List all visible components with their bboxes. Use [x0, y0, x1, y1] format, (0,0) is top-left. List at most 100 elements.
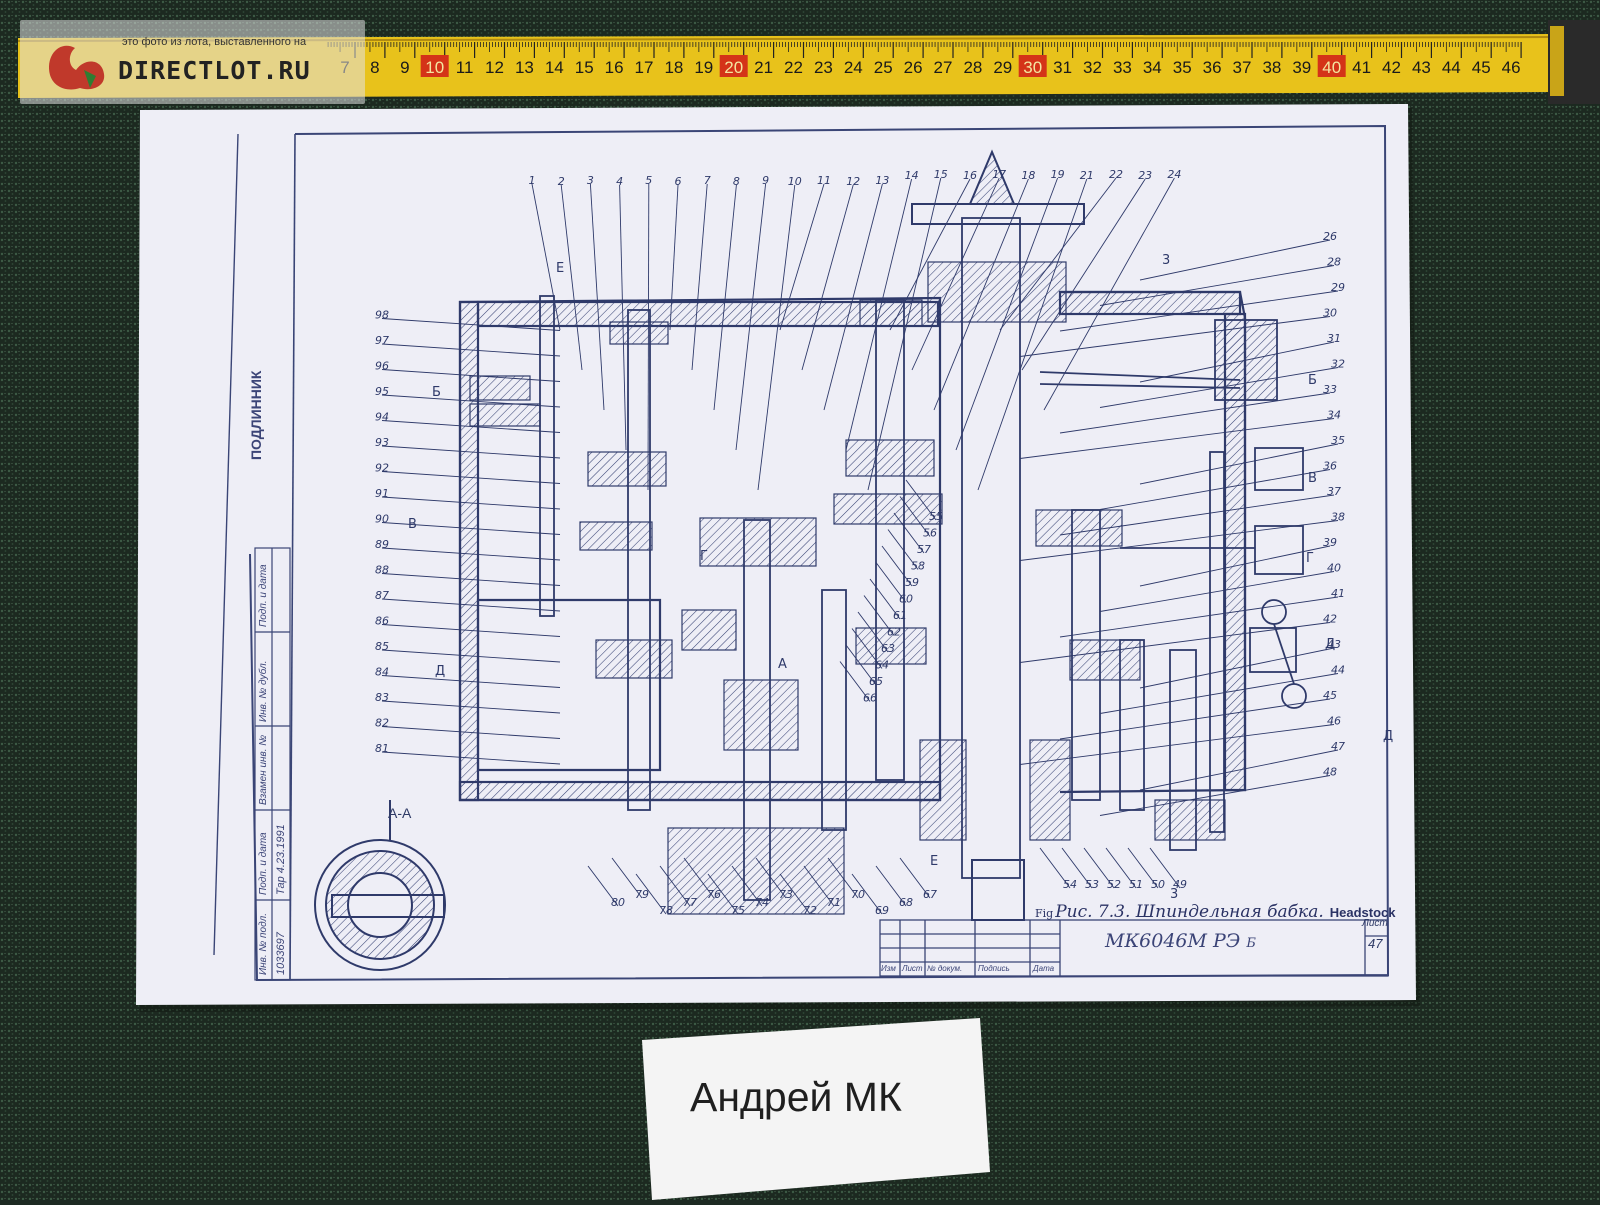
section-a-a — [314, 800, 446, 971]
section-marker: В — [1308, 471, 1317, 486]
ruler-labels: 7891011121314151617181920212223242526272… — [340, 55, 1521, 77]
part-label: 5 — [645, 174, 652, 187]
ruler-number: 42 — [1382, 58, 1401, 77]
part-label: 22 — [1109, 168, 1123, 181]
title-block-header-4: Дата — [1033, 964, 1055, 973]
ruler-number: 41 — [1352, 58, 1371, 77]
part-label: 83 — [375, 691, 389, 704]
part-label: 76 — [707, 888, 721, 901]
leader-lines — [381, 177, 1339, 915]
part-label: 67 — [923, 888, 937, 901]
section-marker: Е — [930, 854, 938, 869]
ruler-number: 13 — [515, 58, 534, 77]
part-label: 7 — [704, 174, 711, 187]
part-label: 36 — [1323, 460, 1337, 473]
part-label: 65 — [869, 675, 883, 688]
ruler-ticks — [327, 42, 1522, 58]
ruler-number: 44 — [1442, 58, 1461, 77]
part-label: 41 — [1331, 587, 1345, 600]
ruler-number: 34 — [1143, 58, 1162, 77]
side-stamp-label-3: Инв. № дубл. — [258, 660, 269, 723]
section-marker: Б — [1308, 373, 1317, 388]
part-label: 73 — [779, 888, 793, 901]
section-marker: Д — [435, 664, 445, 679]
ruler-number: 15 — [575, 58, 594, 77]
part-label: 58 — [911, 560, 925, 573]
part-label: 91 — [375, 487, 389, 500]
part-label: 30 — [1323, 307, 1337, 320]
part-label: 11 — [817, 174, 831, 187]
part-label: 66 — [863, 692, 877, 705]
section-marker: Д — [1325, 637, 1335, 652]
part-label: 35 — [1331, 434, 1345, 447]
part-label: 42 — [1323, 613, 1337, 626]
side-stamp-label-0: Инв. № подл. — [258, 912, 269, 975]
part-label: 97 — [375, 334, 389, 347]
part-label: 90 — [375, 513, 389, 526]
part-label: 32 — [1331, 358, 1345, 371]
ruler-number: 11 — [456, 58, 474, 77]
part-label: 4 — [616, 175, 623, 188]
ruler-highlight — [420, 55, 449, 77]
part-label: 72 — [803, 904, 817, 917]
part-label: 70 — [851, 888, 865, 901]
directlot-watermark: это фото из лота, выставленного на DIREC… — [20, 20, 365, 104]
ruler-number: 17 — [635, 58, 654, 77]
drawing-sheet: 1234567891011121314151617181921222324262… — [136, 104, 1420, 1012]
part-label: 80 — [611, 896, 625, 909]
part-label: 15 — [934, 168, 948, 181]
ruler-number: 23 — [814, 58, 833, 77]
ruler-number: 26 — [904, 58, 923, 77]
part-label: 86 — [375, 615, 389, 628]
part-label: 87 — [375, 589, 389, 602]
part-label: 1 — [529, 174, 536, 187]
ruler-number: 46 — [1502, 58, 1521, 77]
title-block — [879, 919, 1389, 977]
ruler-number: 19 — [694, 58, 713, 77]
ruler-number: 28 — [963, 58, 982, 77]
part-label: 88 — [375, 564, 389, 577]
ruler-number: 30 — [1023, 58, 1042, 77]
part-label: 89 — [375, 538, 389, 551]
ruler-number: 45 — [1472, 58, 1491, 77]
side-stamp-label-4: Подп. и дата — [258, 564, 269, 627]
ruler-number: 37 — [1233, 58, 1252, 77]
ruler-number: 21 — [754, 58, 773, 77]
part-label: 59 — [905, 576, 919, 589]
part-label: 50 — [1151, 878, 1165, 891]
part-label: 23 — [1138, 169, 1152, 182]
side-stamp-label-1: Подп. и дата — [258, 832, 269, 895]
part-label: 63 — [881, 642, 895, 655]
part-label: 29 — [1331, 281, 1345, 294]
title-block-header-2: № докум. — [927, 964, 963, 973]
part-label: 13 — [875, 174, 889, 187]
part-label: 47 — [1331, 740, 1345, 753]
section-marker: Г — [700, 549, 708, 564]
title-block-header-1: Лист — [902, 964, 923, 973]
ruler-number: 14 — [545, 58, 564, 77]
part-label: 96 — [375, 360, 389, 373]
ruler-number: 29 — [993, 58, 1012, 77]
part-label: 3 — [587, 174, 594, 187]
squirrel-logo-icon — [49, 45, 105, 90]
side-stamp-value-1: Тар 4.23.1991 — [275, 824, 287, 895]
part-label: 82 — [375, 717, 389, 730]
part-label: 71 — [827, 896, 841, 909]
part-label: 10 — [788, 175, 802, 188]
part-label: 12 — [846, 175, 860, 188]
sheet-number: 47 — [1368, 936, 1383, 951]
part-label: 2 — [558, 175, 565, 188]
ruler-highlight — [719, 55, 748, 77]
ruler-number: 40 — [1322, 58, 1341, 77]
part-label: 69 — [875, 904, 889, 917]
part-label: 16 — [963, 169, 977, 182]
sheet-label: Лист — [1362, 918, 1388, 929]
paper-note-text: Андрей МК — [690, 1074, 902, 1120]
watermark-brand: DIRECTLOT.RU — [118, 56, 311, 85]
ruler-number: 36 — [1203, 58, 1222, 77]
part-label: 68 — [899, 896, 913, 909]
ruler-number: 32 — [1083, 58, 1102, 77]
section-label: А-А — [388, 805, 412, 821]
